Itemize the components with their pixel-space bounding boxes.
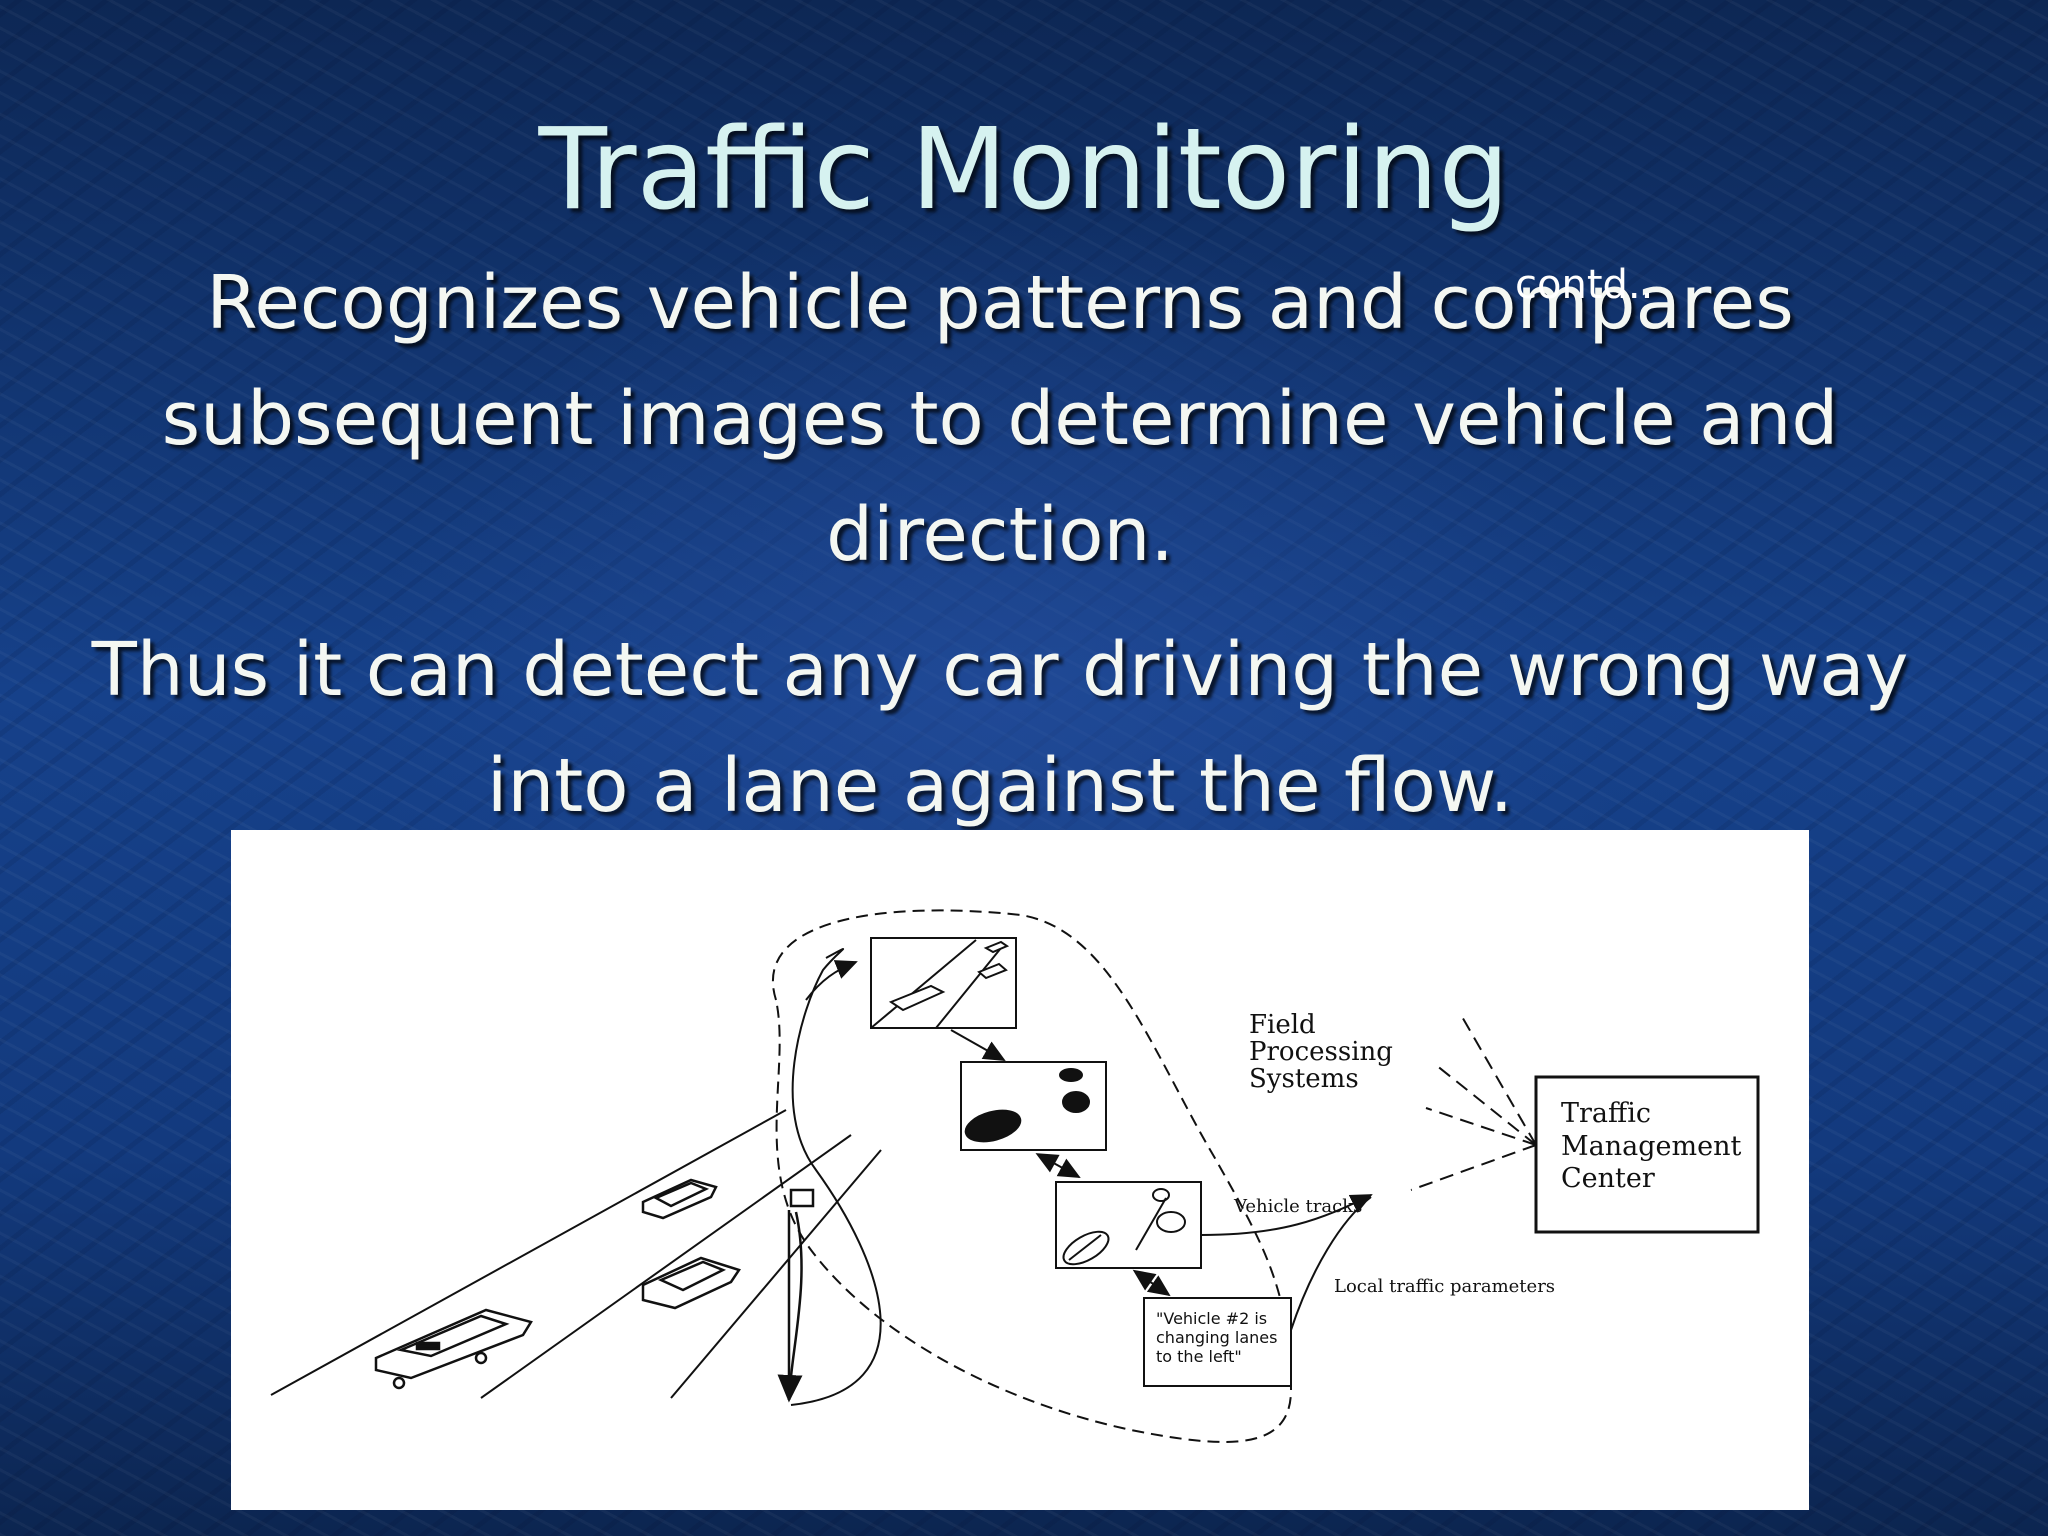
car-icon <box>374 1308 533 1390</box>
message-box <box>1143 1297 1292 1387</box>
message-line-1: "Vehicle #2 is <box>1156 1309 1267 1328</box>
body-paragraph-1: Recognizes vehicle patterns and compares… <box>161 260 1839 578</box>
vehicle-tracks-label: Vehicle tracks <box>1233 1196 1362 1217</box>
communication-links <box>1410 1014 1537 1191</box>
car-icon <box>641 1178 718 1220</box>
body-paragraph-2: Thus it can detect any car driving the w… <box>91 627 1909 829</box>
local-params-line <box>1290 1196 1372 1331</box>
field-processing-boundary <box>772 909 1293 1443</box>
traffic-monitoring-diagram: "Vehicle #2 is changing lanes to the lef… <box>231 830 1809 1510</box>
camera-feed-arrow <box>790 948 882 1406</box>
tmc-box <box>1534 1075 1760 1234</box>
tmc-label-2: Management <box>1561 1131 1741 1162</box>
road-lines <box>270 1109 882 1399</box>
contd-note: contd.. <box>1515 262 1654 308</box>
field-processing-label-1: Field <box>1249 1010 1316 1040</box>
message-line-2: changing lanes <box>1156 1328 1277 1347</box>
camera-frame-2 <box>960 1061 1107 1151</box>
field-processing-label-2: Processing <box>1249 1037 1393 1067</box>
camera-frame-3 <box>1055 1181 1202 1269</box>
field-processing-label-3: Systems <box>1249 1064 1359 1094</box>
slide-title: Traffic Monitoring <box>538 105 1510 235</box>
tmc-label-3: Center <box>1561 1163 1655 1194</box>
camera-pole <box>777 1188 815 1403</box>
tmc-label-1: Traffic <box>1561 1098 1651 1129</box>
vehicle-tracks-arrow <box>1200 1194 1373 1236</box>
camera-frame-1 <box>870 937 1017 1029</box>
local-params-label: Local traffic parameters <box>1334 1276 1555 1297</box>
message-line-3: to the left" <box>1156 1347 1242 1366</box>
car-icon <box>641 1256 741 1310</box>
